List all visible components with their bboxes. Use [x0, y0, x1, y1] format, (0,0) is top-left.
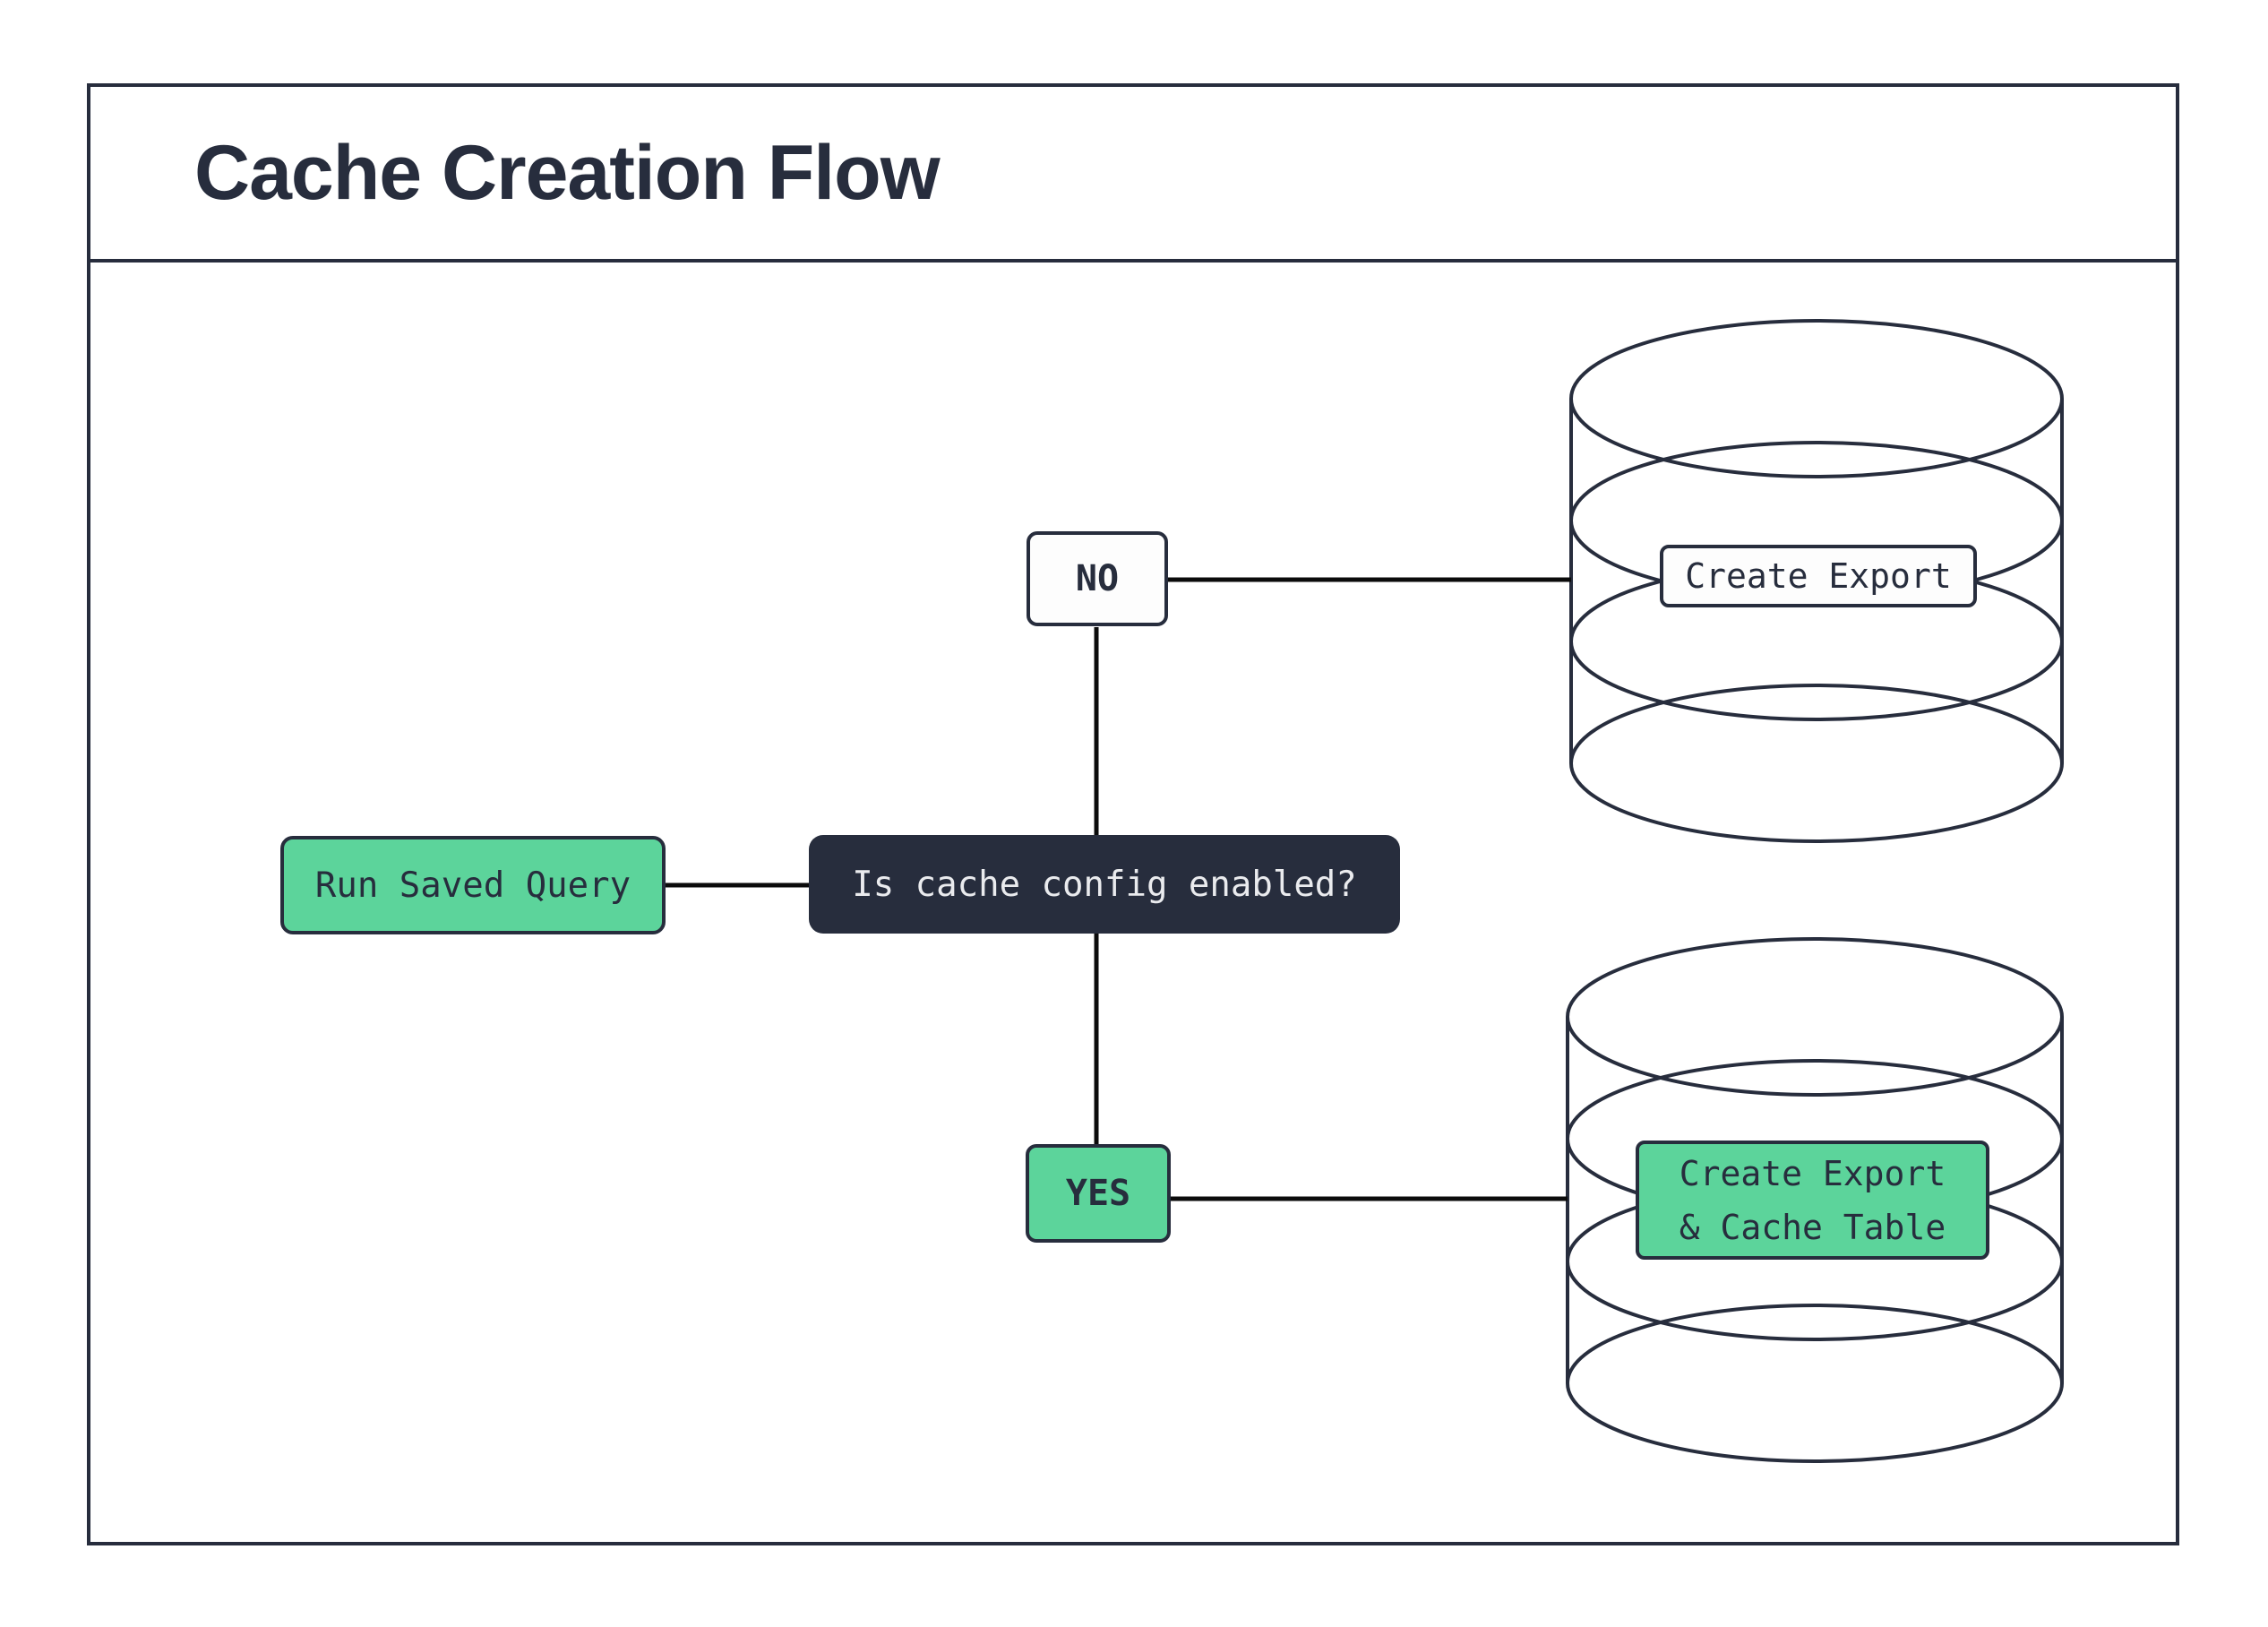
node-create-export-cache-table: Create Export & Cache Table — [1636, 1141, 1989, 1260]
node-create-export-cache-table-line2: & Cache Table — [1679, 1207, 1946, 1247]
node-run-saved-query-label: Run Saved Query — [314, 865, 631, 906]
node-branch-yes-label: YES — [1065, 1173, 1131, 1214]
node-create-export-cache-table-line1: Create Export — [1679, 1153, 1946, 1193]
cylinder-bottom-disk-4 — [1566, 1304, 2064, 1463]
node-create-export: Create Export — [1660, 545, 1977, 607]
node-branch-yes: YES — [1026, 1144, 1171, 1243]
connectors — [666, 577, 1571, 1201]
node-branch-no: NO — [1027, 531, 1168, 626]
cylinder-top-disk-4 — [1569, 684, 2064, 843]
node-branch-no-label: NO — [1075, 558, 1120, 599]
cylinder-bottom-disk-1 — [1566, 937, 2064, 1097]
node-cache-config-decision-label: Is cache config enabled? — [852, 864, 1357, 905]
title-bar: Cache Creation Flow — [87, 83, 2179, 263]
node-create-export-label: Create Export — [1685, 556, 1952, 596]
node-run-saved-query: Run Saved Query — [280, 836, 666, 934]
page-title: Cache Creation Flow — [194, 129, 941, 216]
cylinder-top-disk-1 — [1569, 319, 2064, 478]
node-cache-config-decision: Is cache config enabled? — [809, 835, 1400, 934]
